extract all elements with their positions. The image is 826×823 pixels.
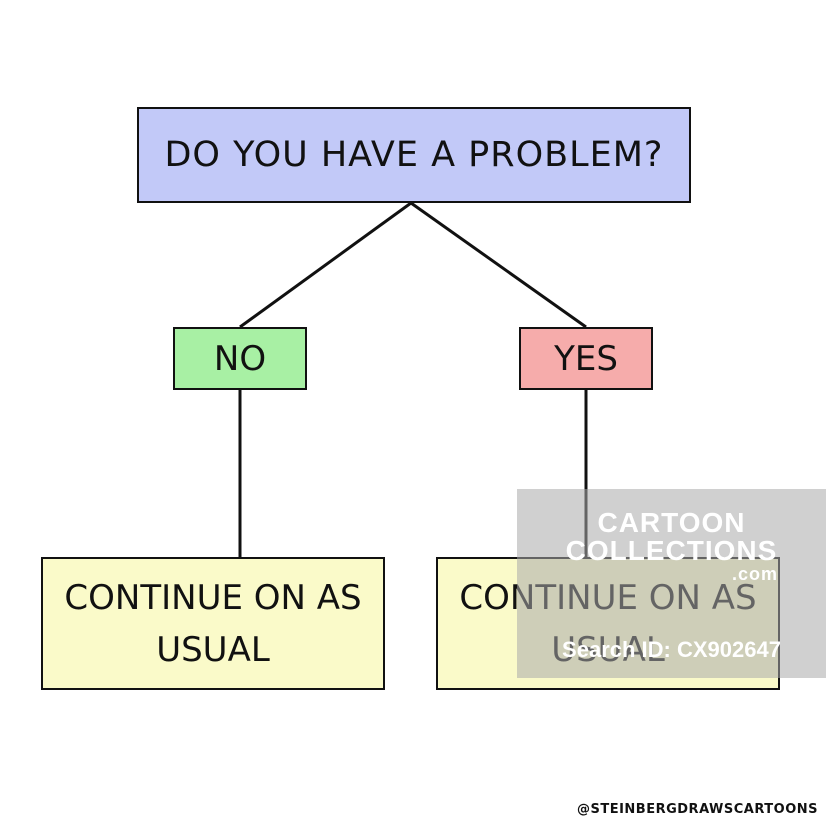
watermark-overlay: CARTOON COLLECTIONS .com Search ID: CX90… xyxy=(517,489,826,678)
answer-yes-text: YES xyxy=(554,338,618,379)
answer-yes-box: YES xyxy=(519,327,653,390)
connector-question-to-yes xyxy=(410,201,587,329)
answer-no-text: NO xyxy=(213,338,267,379)
artist-credit: @STEINBERGDRAWSCARTOONS xyxy=(576,802,818,817)
watermark-domain: .com xyxy=(731,564,778,584)
answer-no-box: NO xyxy=(173,327,307,390)
watermark-line-1: CARTOON xyxy=(597,507,746,538)
question-box: DO YOU HAVE A PROBLEM? xyxy=(137,107,691,203)
outcome-no-box: CONTINUE ON AS USUAL xyxy=(41,557,385,690)
watermark-logo: CARTOON COLLECTIONS .com xyxy=(517,507,826,584)
watermark-search-id: Search ID: CX902647 xyxy=(562,637,781,662)
outcome-no-text: CONTINUE ON AS USUAL xyxy=(64,577,362,670)
watermark-line-2: COLLECTIONS xyxy=(565,535,778,566)
connector-question-to-no xyxy=(239,201,412,329)
question-text: DO YOU HAVE A PROBLEM? xyxy=(164,135,664,175)
